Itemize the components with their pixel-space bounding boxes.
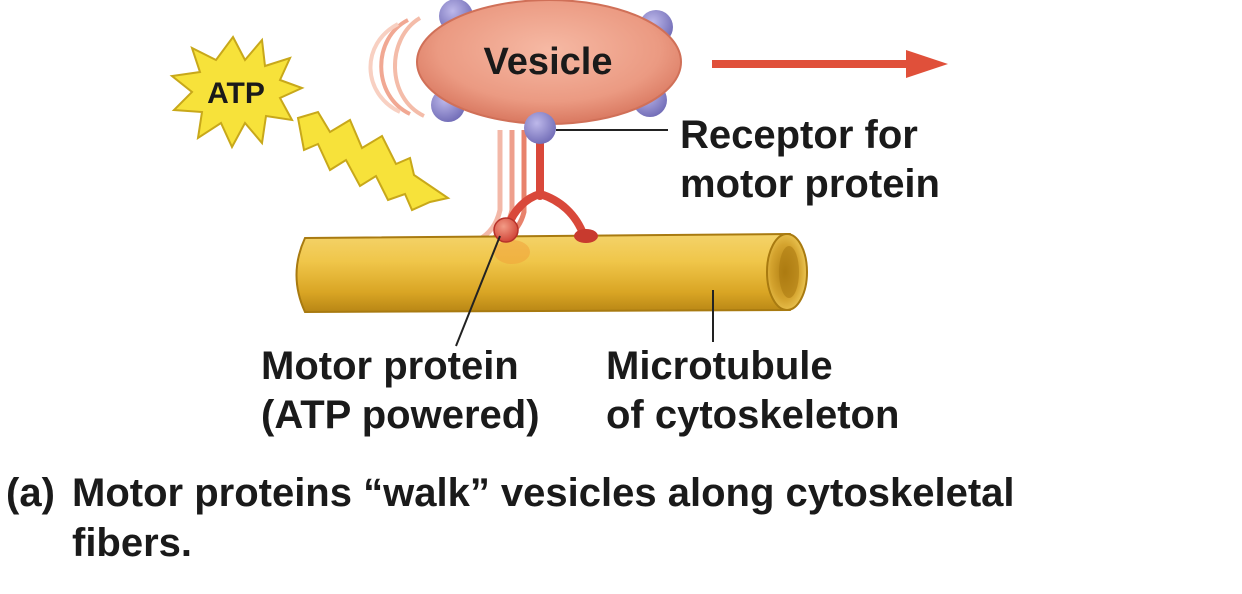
motor-foot-front: [574, 229, 598, 243]
microtubule-body: [295, 232, 800, 314]
motor-leg-front: [536, 190, 588, 240]
caption-line1: Motor proteins “walk” vesicles along cyt…: [72, 471, 1015, 515]
atp-label: ATP: [207, 77, 265, 110]
energy-bolt-icon: [296, 110, 451, 212]
receptor-motor-attach: [524, 112, 556, 144]
motor-head: [493, 217, 519, 243]
motor-leader-line: [455, 235, 501, 347]
caption-line2: fibers.: [72, 521, 192, 565]
vesicle-motion-trail: [368, 16, 425, 118]
atp-burst-star: [169, 35, 305, 150]
microtubule-label-line2: of cytoskeleton: [606, 393, 899, 437]
microtubule-label-line1: Microtubule: [606, 344, 833, 388]
vesicle: Vesicle: [416, 0, 682, 144]
vesicle-label: Vesicle: [484, 41, 613, 83]
direction-arrow: [712, 50, 948, 78]
atp-burst: ATP: [169, 35, 305, 150]
receptor-label-line1: Receptor for: [680, 113, 918, 157]
microtubule-lumen: [779, 246, 799, 298]
caption-marker: (a): [6, 471, 55, 515]
motor-contact-glow: [494, 240, 530, 264]
receptor-label-line2: motor protein: [680, 162, 940, 206]
microtubule: [295, 232, 808, 314]
motor-label-line2: (ATP powered): [261, 393, 540, 437]
motor-label-line1: Motor protein: [261, 344, 519, 388]
